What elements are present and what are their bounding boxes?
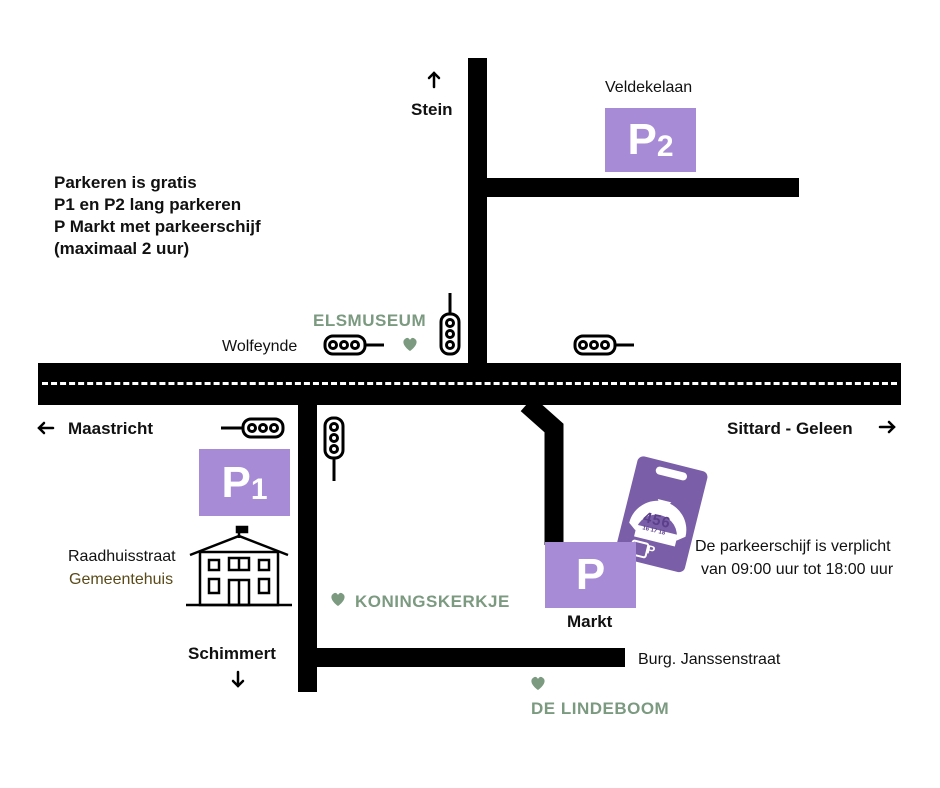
parking-disc-icon xyxy=(614,456,708,573)
traffic-light-icon xyxy=(221,417,285,439)
info-line: P Markt met parkeerschijf xyxy=(54,217,261,236)
parking-info: Parkeren is gratis P1 en P2 lang parkere… xyxy=(54,172,261,260)
landmark-elsmuseum: ELSMUSEUM xyxy=(313,311,427,330)
arrow-up-icon xyxy=(427,71,441,89)
parking-sign-markt: P xyxy=(545,542,636,608)
p1-letter: P xyxy=(221,457,251,507)
street-wolfeynde: Wolfeynde xyxy=(222,338,298,355)
landmark-de-lindeboom: DE LINDEBOOM xyxy=(531,699,670,718)
parking-markt-label: Markt xyxy=(567,612,613,631)
disc-note-line1: De parkeerschijf is verplicht xyxy=(695,538,891,555)
disc-note-line2: van 09:00 uur tot 18:00 uur xyxy=(701,561,894,578)
heart-icon xyxy=(403,337,417,351)
street-veldekelaan: Veldekelaan xyxy=(605,79,693,96)
heart-icon xyxy=(331,592,345,606)
street-burg-janssenstraat: Burg. Janssenstraat xyxy=(638,651,781,668)
traffic-light-icon xyxy=(573,334,634,356)
road-north-stein xyxy=(468,58,487,364)
arrow-right-icon xyxy=(878,420,896,434)
traffic-light-icon xyxy=(323,416,345,481)
info-line: (maximaal 2 uur) xyxy=(54,239,190,258)
road-burg-janssenstraat xyxy=(317,648,625,667)
traffic-light-icon xyxy=(323,334,384,356)
landmark-koningskerkje: KONINGSKERKJE xyxy=(355,592,510,611)
road-veldekelaan xyxy=(487,178,799,197)
road-south-schimmert xyxy=(298,404,317,692)
info-line: P1 en P2 lang parkeren xyxy=(54,195,242,214)
town-hall-icon xyxy=(186,525,292,607)
traffic-light-icon xyxy=(439,293,461,356)
direction-schimmert: Schimmert xyxy=(188,644,276,663)
p1-number: 1 xyxy=(250,472,268,506)
direction-maastricht: Maastricht xyxy=(68,419,154,438)
heart-icon xyxy=(531,676,545,690)
markt-letter: P xyxy=(575,550,606,599)
p2-number: 2 xyxy=(656,130,674,163)
direction-sittard-geleen: Sittard - Geleen xyxy=(727,419,853,438)
direction-stein: Stein xyxy=(411,100,453,119)
arrow-down-icon xyxy=(231,670,245,688)
p2-letter: P xyxy=(627,115,657,164)
street-raadhuisstraat: Raadhuisstraat xyxy=(68,548,176,565)
landmark-gemeentehuis: Gemeentehuis xyxy=(69,571,174,588)
road-to-markt xyxy=(520,396,564,545)
info-line: Parkeren is gratis xyxy=(54,173,197,192)
main-road-centerline xyxy=(42,382,897,385)
arrow-left-icon xyxy=(37,421,55,435)
